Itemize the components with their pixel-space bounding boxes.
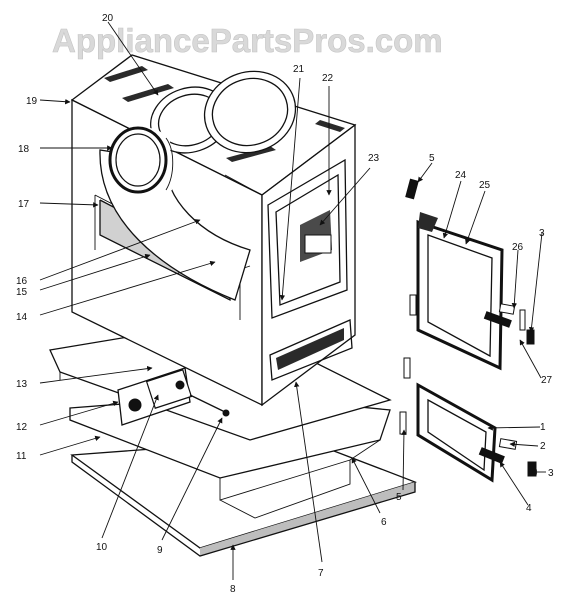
callout-4: 4 — [526, 503, 532, 514]
callout-3-lower: 3 — [548, 468, 554, 479]
ash-door-assembly — [399, 357, 537, 483]
callout-5-lower: 5 — [396, 492, 402, 503]
callout-14: 14 — [16, 312, 28, 323]
callout-16: 16 — [16, 276, 28, 287]
callout-12: 12 — [16, 422, 28, 433]
callout-23: 23 — [368, 153, 380, 164]
callout-21: 21 — [293, 64, 305, 75]
callout-20: 20 — [102, 13, 114, 24]
callout-1: 1 — [540, 422, 546, 433]
callout-13: 13 — [16, 379, 28, 390]
leader-lines — [39, 21, 546, 580]
callout-25: 25 — [479, 180, 491, 191]
callout-18: 18 — [18, 144, 30, 155]
callout-6: 6 — [381, 517, 387, 528]
callout-9: 9 — [157, 545, 163, 556]
callout-2: 2 — [540, 441, 546, 452]
watermark-text: AppliancePartsPros.com — [52, 22, 443, 59]
callout-labels: 1 2 3 3 4 5 5 6 7 8 9 10 11 12 13 14 15 … — [16, 13, 554, 595]
callout-26: 26 — [512, 242, 524, 253]
callout-22: 22 — [322, 73, 334, 84]
callout-7: 7 — [318, 568, 324, 579]
callout-8: 8 — [230, 584, 236, 595]
callout-10: 10 — [96, 542, 108, 553]
loading-door-assembly — [405, 178, 535, 371]
callout-5-upper: 5 — [429, 153, 435, 164]
callout-17: 17 — [18, 199, 30, 210]
callout-24: 24 — [455, 170, 467, 181]
callout-11: 11 — [16, 451, 27, 462]
flue-collar-ring — [108, 126, 174, 197]
callout-3-upper: 3 — [539, 228, 545, 239]
callout-19: 19 — [26, 96, 38, 107]
callout-15: 15 — [16, 287, 28, 298]
callout-27: 27 — [541, 375, 553, 386]
